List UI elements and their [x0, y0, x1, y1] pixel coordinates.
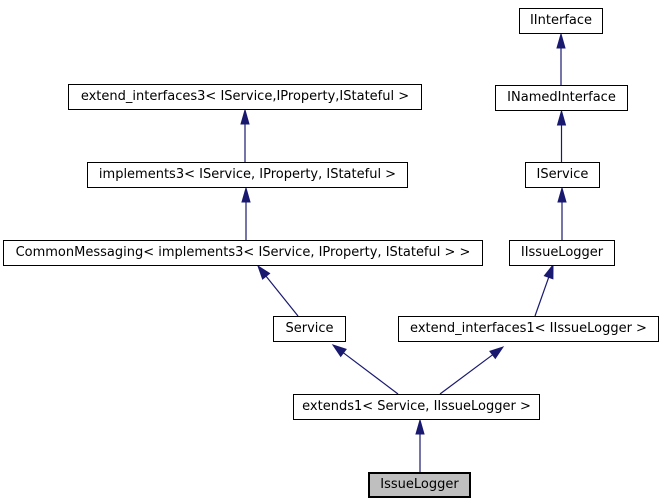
node-extend-interfaces1[interactable]: extend_interfaces1< IIssueLogger >: [398, 316, 659, 342]
inheritance-arrow-service-to-commonmessaging: [257, 264, 299, 317]
node-iissuelogger[interactable]: IIssueLogger: [509, 240, 615, 266]
inheritance-arrow-extends1-to-extend-interfaces1: [439, 346, 505, 395]
inheritance-arrow-iissuelogger-to-iservice: [557, 186, 567, 240]
inheritance-arrow-extend-interfaces1-to-iissuelogger: [534, 263, 554, 317]
inheritance-arrow-iservice-to-inamedinterface: [556, 109, 567, 162]
node-inamedinterface[interactable]: INamedInterface: [495, 85, 628, 111]
node-commonmessaging[interactable]: CommonMessaging< implements3< IService, …: [3, 240, 483, 266]
inheritance-arrow-inamedinterface-to-iinterface: [556, 32, 566, 85]
node-service[interactable]: Service: [273, 316, 346, 342]
inheritance-arrow-implements3-to-extend-interfaces3: [240, 108, 250, 162]
node-extends1[interactable]: extends1< Service, IIssueLogger >: [293, 394, 540, 420]
inheritance-arrow-extends1-to-service: [331, 344, 399, 395]
node-implements3[interactable]: implements3< IService, IProperty, IState…: [87, 162, 408, 188]
node-extend-interfaces3[interactable]: extend_interfaces3< IService,IProperty,I…: [68, 84, 422, 110]
inheritance-arrow-commonmessaging-to-implements3: [241, 186, 251, 240]
node-iinterface[interactable]: IInterface: [519, 8, 603, 34]
inheritance-arrow-issuelogger-to-extends1: [415, 418, 425, 472]
node-iservice[interactable]: IService: [525, 162, 600, 188]
node-issuelogger-current: IssueLogger: [368, 472, 471, 498]
